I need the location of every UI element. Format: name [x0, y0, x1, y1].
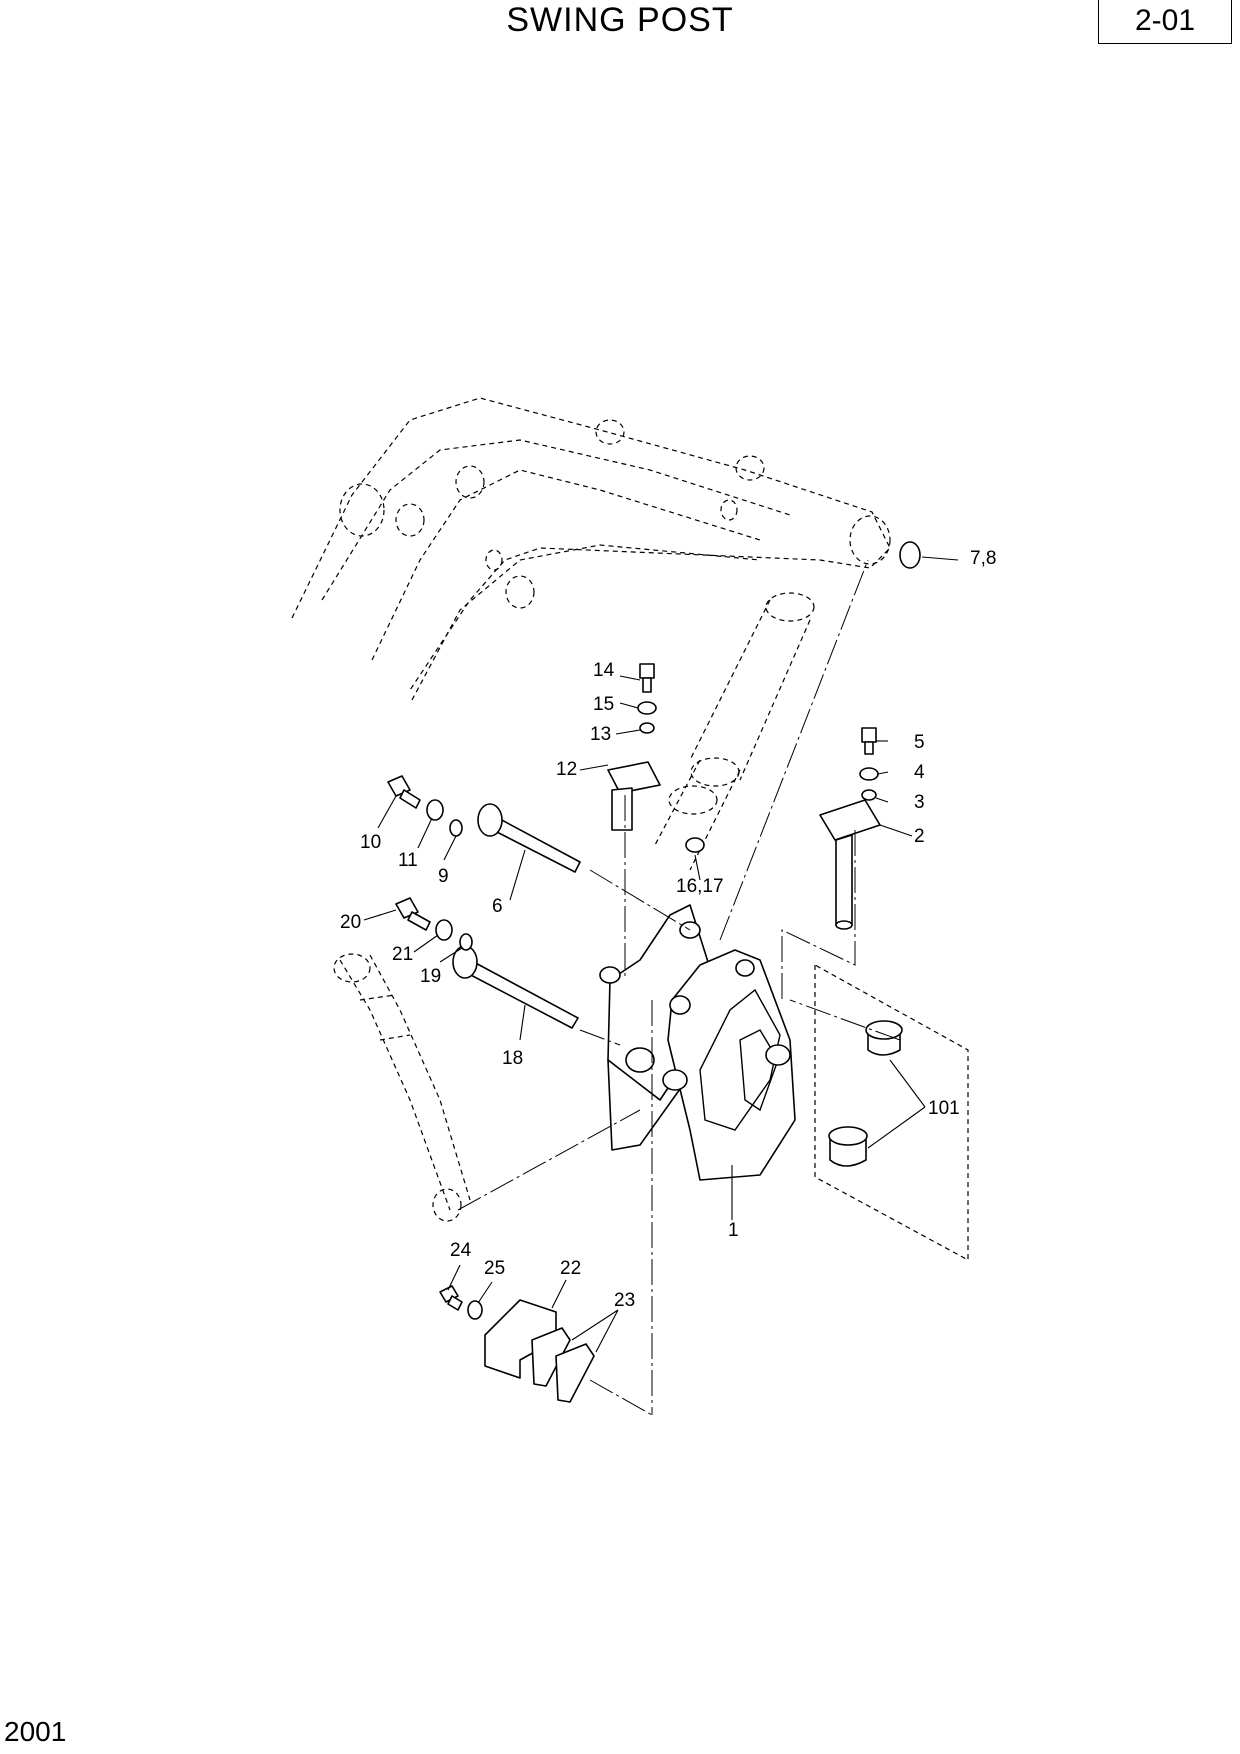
callout-16-17: 16,17	[676, 876, 724, 897]
stopper-22-and-shims-23	[484, 1299, 595, 1403]
page-number-box: 2-01	[1098, 0, 1232, 44]
fasteners	[387, 541, 921, 1320]
callout-25: 25	[484, 1258, 505, 1279]
callout-18: 18	[502, 1048, 523, 1069]
callout-2: 2	[914, 826, 925, 847]
page-title: SWING POST	[506, 1, 734, 39]
pin-12	[607, 761, 661, 831]
callout-24: 24	[450, 1240, 472, 1261]
callout-23: 23	[614, 1290, 635, 1311]
callout-6: 6	[492, 896, 503, 917]
callout-21: 21	[392, 944, 413, 965]
callout-11: 11	[398, 850, 418, 871]
callout-3: 3	[914, 792, 925, 813]
callout-7-8: 7,8	[970, 548, 996, 569]
swing-post-bracket	[599, 904, 796, 1181]
callout-101: 101	[928, 1098, 960, 1119]
phantom-swing-cylinder	[333, 953, 471, 1222]
assembly-axes	[457, 559, 901, 1416]
pin-6	[477, 803, 581, 873]
callout-22: 22	[560, 1258, 581, 1279]
document-code: 2001	[4, 1716, 67, 1747]
callout-20: 20	[340, 912, 361, 933]
pin-18	[452, 945, 579, 1029]
callout-10: 10	[360, 832, 381, 853]
callout-19: 19	[420, 966, 441, 987]
callout-labels: 14 15 13 12 5 4 3 2 7,8 10 11 9 6 16,17 …	[340, 548, 996, 1311]
leader-lines	[363, 556, 959, 1353]
callout-5: 5	[914, 732, 925, 753]
callout-9: 9	[438, 866, 449, 887]
callout-13: 13	[590, 724, 611, 745]
phantom-boom-cylinder	[654, 592, 815, 871]
callout-15: 15	[593, 694, 614, 715]
callout-4: 4	[914, 762, 925, 783]
callout-12: 12	[556, 759, 577, 780]
callout-14: 14	[593, 660, 615, 681]
callout-1: 1	[728, 1220, 739, 1241]
phantom-boom	[291, 397, 891, 701]
bushings-101	[828, 1020, 903, 1167]
pin-2	[819, 799, 881, 930]
